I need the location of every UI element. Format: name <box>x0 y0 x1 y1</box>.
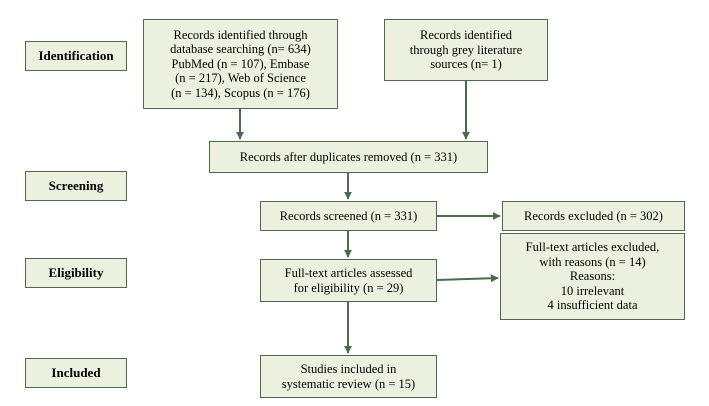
database-records-box: Records identified through database sear… <box>143 19 338 109</box>
stage-eligibility: Eligibility <box>25 258 127 288</box>
arrow-fulltext-to-excluded <box>436 274 499 283</box>
grey-literature-box: Records identified through grey literatu… <box>384 19 548 81</box>
included-studies-box: Studies included in systematic review (n… <box>260 355 437 398</box>
database-records-text: Records identified through database sear… <box>170 27 311 100</box>
stage-included: Included <box>25 358 127 388</box>
stage-identification-label: Identification <box>38 47 114 63</box>
fulltext-assessed-text: Full-text articles assessed for eligibil… <box>284 266 413 295</box>
stage-identification: Identification <box>25 41 127 71</box>
grey-literature-text: Records identified through grey literatu… <box>409 28 523 72</box>
stage-eligibility-label: Eligibility <box>48 264 104 280</box>
included-studies-text: Studies included in systematic review (n… <box>281 362 416 391</box>
fulltext-excluded-text: Full-text articles excluded, with reason… <box>525 240 660 313</box>
fulltext-excluded-box: Full-text articles excluded, with reason… <box>500 233 685 320</box>
stage-screening: Screening <box>25 171 127 201</box>
after-duplicates-text: Records after duplicates removed (n = 33… <box>239 149 458 164</box>
stage-screening-label: Screening <box>48 177 104 193</box>
screened-text: Records screened (n = 331) <box>279 208 418 223</box>
after-duplicates-box: Records after duplicates removed (n = 33… <box>209 141 488 173</box>
excluded-box: Records excluded (n = 302) <box>502 201 685 231</box>
screened-box: Records screened (n = 331) <box>260 201 437 231</box>
stage-included-label: Included <box>51 364 101 380</box>
excluded-text: Records excluded (n = 302) <box>524 208 663 223</box>
fulltext-assessed-box: Full-text articles assessed for eligibil… <box>260 259 437 302</box>
